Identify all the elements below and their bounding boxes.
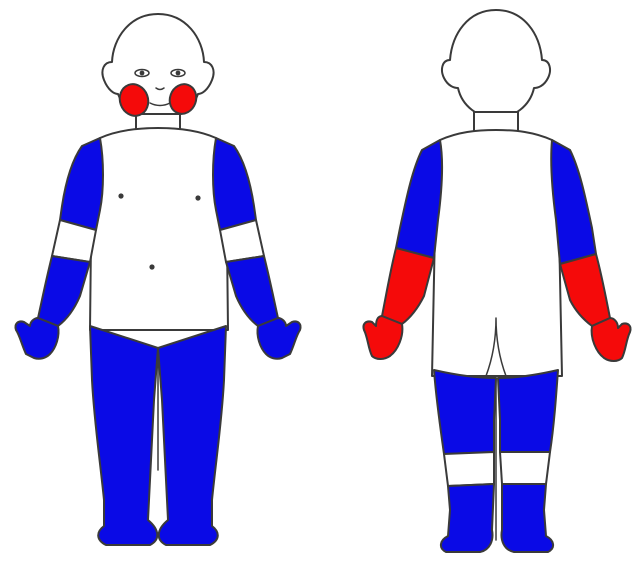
- back-left-knee-band: [444, 452, 494, 486]
- front-head: [102, 14, 213, 120]
- back-left-upper-arm: [396, 140, 442, 258]
- back-right-forearm: [560, 254, 610, 326]
- back-left-forearm: [382, 248, 434, 324]
- front-right-forearm: [226, 256, 278, 326]
- back-right-thigh: [498, 370, 558, 452]
- front-right-nipple: [195, 195, 200, 200]
- back-left-lower-leg: [441, 484, 494, 552]
- front-navel: [149, 264, 154, 269]
- front-right-hand: [257, 318, 300, 359]
- front-left-hand: [15, 318, 58, 359]
- back-left-hand: [363, 316, 402, 359]
- front-view: [15, 14, 300, 545]
- front-right-eye-pupil: [176, 71, 181, 76]
- back-view: [363, 10, 630, 552]
- front-torso: [90, 128, 228, 330]
- front-left-upper-arm: [60, 138, 103, 230]
- back-right-hand: [592, 318, 631, 361]
- back-right-knee-band: [500, 452, 550, 484]
- front-right-upper-arm: [213, 138, 256, 230]
- front-right-leg: [158, 326, 226, 545]
- front-left-forearm: [38, 256, 90, 326]
- back-right-upper-arm: [551, 140, 596, 264]
- front-left-nipple: [118, 193, 123, 198]
- back-left-thigh: [434, 370, 496, 454]
- front-left-eye-pupil: [140, 71, 145, 76]
- back-head: [442, 10, 550, 118]
- back-right-lower-leg: [502, 484, 554, 552]
- front-left-leg: [90, 326, 158, 545]
